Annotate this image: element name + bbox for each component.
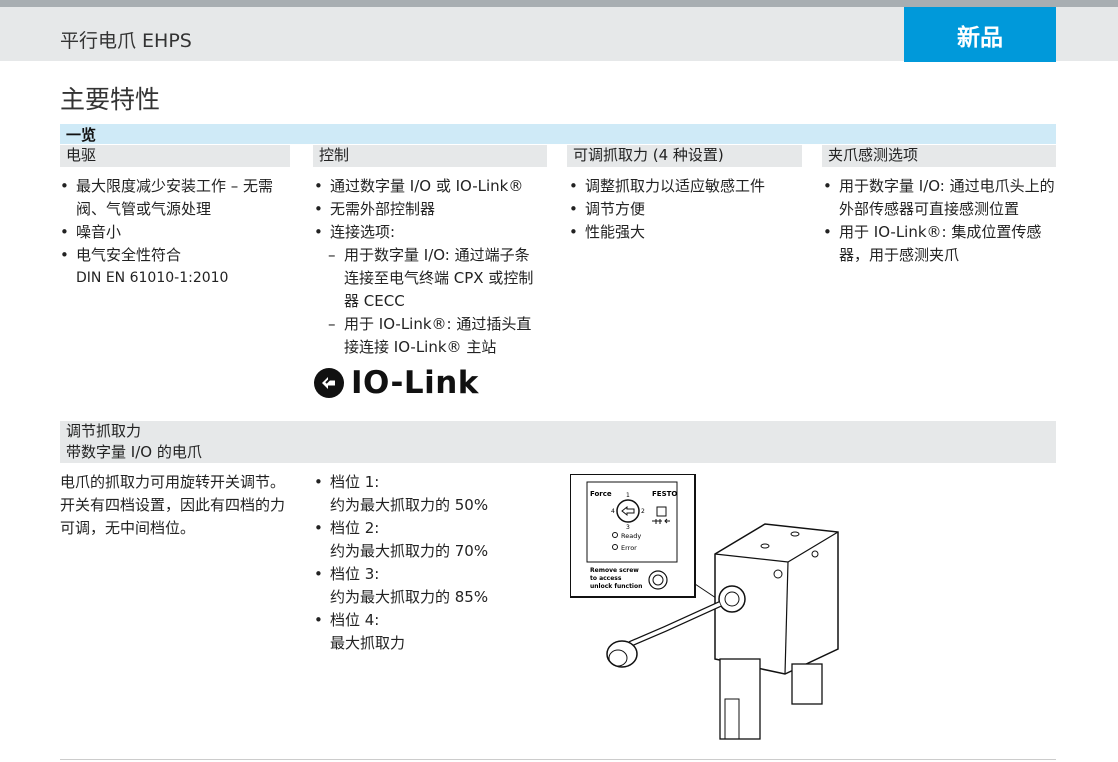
cable-inner — [629, 602, 721, 646]
list-item: 调整抓取力以适应敏感工件 — [569, 175, 801, 198]
column-head-control: 控制 — [313, 145, 547, 167]
list-item: 性能强大 — [569, 221, 801, 244]
list-item: 通过数字量 I/O 或 IO-Link® — [314, 175, 544, 198]
gripper-illustration: Force FESTO 1 2 3 4 Ready Error Remove s… — [570, 474, 839, 740]
level-desc: 最大抓取力 — [330, 634, 406, 652]
hole-icon — [760, 543, 770, 549]
remove-screw-line3: unlock function — [590, 583, 642, 590]
level-item: 档位 2: 约为最大抓取力的 70% — [314, 517, 488, 563]
dial-number: 1 — [626, 492, 630, 499]
screw-icon — [648, 570, 668, 590]
square-icon — [656, 506, 667, 517]
list-item: 用于 IO-Link®: 集成位置传感器，用于感测夹爪 — [823, 221, 1055, 267]
detail-panel — [570, 474, 696, 598]
new-badge: 新品 — [904, 7, 1056, 62]
remove-screw-line1: Remove screw — [590, 567, 639, 574]
iolink-logo: IO-Link — [313, 365, 479, 401]
gripper-body — [714, 523, 839, 675]
section2-title-line2: 带数字量 I/O 的电爪 — [66, 443, 202, 461]
level-item: 档位 3: 约为最大抓取力的 85% — [314, 563, 488, 609]
dial-number: 3 — [626, 524, 630, 531]
column-head-force: 可调抓取力 (4 种设置) — [567, 145, 802, 167]
iolink-logo-text: IO-Link — [351, 365, 479, 401]
level-desc: 约为最大抓取力的 85% — [330, 588, 489, 606]
list-item: 最大限度减少安装工作 – 无需阀、气管或气源处理 — [60, 175, 290, 221]
column-control: 通过数字量 I/O 或 IO-Link® 无需外部控制器 连接选项: 用于数字量… — [314, 175, 544, 359]
top-bar — [0, 0, 1118, 7]
hole-icon — [790, 531, 800, 537]
gripper-jaw-left — [719, 658, 761, 740]
list-item-continuation: DIN EN 61010-1:2010 — [76, 270, 229, 286]
level-name: 档位 3: — [330, 565, 380, 583]
overview-label: 一览 — [66, 126, 97, 144]
page-header-title: 平行电爪 EHPS — [60, 30, 192, 52]
dial-number: 2 — [641, 508, 645, 515]
column-force: 调整抓取力以适应敏感工件 调节方便 性能强大 — [569, 175, 801, 244]
cable-plug-icon — [606, 640, 638, 668]
cable-plug-inner-icon — [608, 649, 628, 667]
level-item: 档位 1: 约为最大抓取力的 50% — [314, 471, 488, 517]
error-label: Error — [621, 544, 637, 552]
force-dial-icon — [616, 499, 640, 523]
ready-led-icon — [612, 532, 618, 538]
brand-label: FESTO — [652, 490, 677, 498]
level-item: 档位 4: 最大抓取力 — [314, 609, 488, 655]
section2-title-line1: 调节抓取力 — [66, 422, 142, 440]
force-label: Force — [590, 490, 612, 498]
gripper-vertical-edge — [784, 561, 789, 675]
error-led-icon — [612, 544, 618, 550]
gripper-jaw-right — [791, 663, 823, 705]
column-drive: 最大限度减少安装工作 – 无需阀、气管或气源处理 噪音小 电气安全性符合 DIN… — [60, 175, 290, 290]
level-name: 档位 4: — [330, 611, 380, 629]
bottom-rule — [60, 759, 1056, 760]
jaw-slot — [724, 698, 740, 740]
level-name: 档位 2: — [330, 519, 380, 537]
dial-number: 4 — [611, 508, 615, 515]
column-sensing: 用于数字量 I/O: 通过电爪头上的外部传感器可直接感测位置 用于 IO-Lin… — [823, 175, 1055, 267]
list-item: 噪音小 — [60, 221, 290, 244]
hole-icon — [773, 569, 783, 579]
list-item: 调节方便 — [569, 198, 801, 221]
connector-port-inner-icon — [724, 591, 740, 607]
force-levels: 档位 1: 约为最大抓取力的 50% 档位 2: 约为最大抓取力的 70% 档位 3… — [314, 471, 488, 655]
gripper-symbol-icon — [652, 518, 670, 524]
screw-inner-icon — [652, 574, 664, 586]
connector-port-icon — [718, 585, 746, 613]
ready-label: Ready — [621, 532, 641, 540]
column-head-sensing: 夹爪感测选项 — [822, 145, 1056, 167]
level-desc: 约为最大抓取力的 50% — [330, 496, 489, 514]
dial-arrow-icon — [621, 505, 635, 517]
level-name: 档位 1: — [330, 473, 380, 491]
list-item: 连接选项: — [314, 221, 544, 244]
sub-list-item: 用于 IO-Link®: 通过插头直接连接 IO-Link® 主站 — [314, 313, 544, 359]
section2-title: 调节抓取力 带数字量 I/O 的电爪 — [66, 421, 202, 463]
sub-list-item: 用于数字量 I/O: 通过端子条连接至电气终端 CPX 或控制器 CECC — [314, 244, 544, 313]
list-item: 用于数字量 I/O: 通过电爪头上的外部传感器可直接感测位置 — [823, 175, 1055, 221]
list-item: 电气安全性符合 — [60, 244, 290, 267]
column-head-drive: 电驱 — [60, 145, 290, 167]
section2-text: 电爪的抓取力可用旋转开关调节。开关有四档设置，因此有四档的力可调，无中间档位。 — [60, 473, 286, 537]
section-title: 主要特性 — [60, 85, 161, 114]
overview-bar — [60, 124, 1056, 144]
hole-icon — [811, 550, 819, 558]
section2-bar — [60, 421, 1056, 463]
remove-screw-line2: to access — [590, 575, 622, 582]
level-desc: 约为最大抓取力的 70% — [330, 542, 489, 560]
iolink-icon — [314, 368, 344, 398]
list-item: 无需外部控制器 — [314, 198, 544, 221]
